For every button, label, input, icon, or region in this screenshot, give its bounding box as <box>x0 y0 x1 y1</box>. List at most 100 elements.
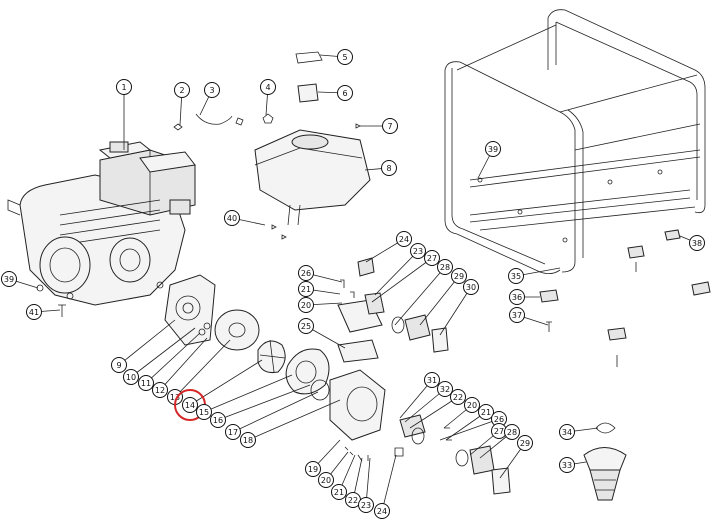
callout-32: 32 <box>437 381 453 397</box>
callout-label: 20 <box>467 401 477 410</box>
callout-bubble <box>689 235 705 251</box>
callout-bubble <box>174 82 190 98</box>
callout-bubble <box>396 231 412 247</box>
fuel-tank <box>254 129 371 226</box>
leader-line-26 <box>439 418 500 441</box>
callout-bubble <box>424 250 440 266</box>
callout-label: 26 <box>494 415 504 424</box>
callout-6: 6 <box>337 85 353 101</box>
leader-line-24 <box>381 454 397 512</box>
callout-label: 20 <box>321 476 331 485</box>
callout-41: 41 <box>26 304 42 320</box>
callout-24: 24 <box>374 503 390 519</box>
callout-36: 36 <box>509 289 525 305</box>
callout-label: 27 <box>494 427 504 436</box>
callout-label: 8 <box>386 164 391 173</box>
callout-4: 4 <box>260 79 276 95</box>
callout-bubble <box>508 268 524 284</box>
callout-bubble <box>485 141 501 157</box>
leader-line-14 <box>189 359 263 406</box>
callout-label: 36 <box>512 293 522 302</box>
callout-label: 29 <box>520 439 530 448</box>
engine <box>7 141 196 306</box>
callout-bubble <box>509 307 525 323</box>
callout-label: 31 <box>427 376 437 385</box>
callout-20: 20 <box>464 397 480 413</box>
callout-bubble <box>225 424 241 440</box>
callout-label: 17 <box>228 428 238 437</box>
callout-bubble <box>1 271 17 287</box>
mount-parts <box>36 229 711 501</box>
callout-bubble <box>138 375 154 391</box>
leader-line-29 <box>419 275 460 326</box>
callout-29: 29 <box>517 435 533 451</box>
callout-bubble <box>152 382 168 398</box>
callout-label: 23 <box>413 247 423 256</box>
callout-label: 41 <box>29 308 39 317</box>
leader-line-17 <box>232 391 319 433</box>
frame <box>444 9 706 274</box>
callout-label: 35 <box>511 272 521 281</box>
leader-line-23 <box>374 250 419 296</box>
callout-label: 23 <box>361 501 371 510</box>
callout-27: 27 <box>424 250 440 266</box>
callout-bubble <box>116 79 132 95</box>
callout-label: 27 <box>427 254 437 263</box>
leader-line-27 <box>371 257 433 303</box>
callout-bubble <box>210 412 226 428</box>
callout-label: 25 <box>301 322 311 331</box>
callout-label: 39 <box>4 275 14 284</box>
callout-31: 31 <box>424 372 440 388</box>
callout-21: 21 <box>298 281 314 297</box>
callout-bubble <box>504 424 520 440</box>
callout-bubble <box>437 259 453 275</box>
callout-bubble <box>451 268 467 284</box>
callout-label: 6 <box>342 89 347 98</box>
callout-9: 9 <box>111 357 127 373</box>
leader-line-15 <box>203 374 293 413</box>
callout-30: 30 <box>463 279 479 295</box>
callout-label: 40 <box>227 214 237 223</box>
callout-bubble <box>224 210 240 226</box>
callout-bubble <box>318 472 334 488</box>
callout-label: 12 <box>155 386 165 395</box>
callout-label: 5 <box>342 53 347 62</box>
callout-label: 34 <box>562 428 572 437</box>
callout-bubble <box>298 318 314 334</box>
callout-label: 19 <box>308 465 318 474</box>
callout-14: 14 <box>182 397 198 413</box>
callout-label: 18 <box>243 436 253 445</box>
callout-20: 20 <box>298 297 314 313</box>
callout-bubble <box>305 461 321 477</box>
callout-label: 29 <box>454 272 464 281</box>
callout-bubble <box>478 404 494 420</box>
pump-components <box>164 257 511 495</box>
callout-21: 21 <box>478 404 494 420</box>
callout-label: 10 <box>126 373 136 382</box>
callout-bubble <box>382 118 398 134</box>
callout-2: 2 <box>174 82 190 98</box>
callout-37: 37 <box>509 307 525 323</box>
callout-16: 16 <box>210 412 226 428</box>
leader-line-13 <box>174 339 231 398</box>
callout-8: 8 <box>381 160 397 176</box>
callout-label: 11 <box>141 379 151 388</box>
callout-label: 7 <box>387 122 392 131</box>
callout-bubble <box>337 49 353 65</box>
callout-24: 24 <box>396 231 412 247</box>
leader-line-9 <box>118 319 176 366</box>
callout-bubble <box>182 397 198 413</box>
callout-label: 39 <box>488 145 498 154</box>
callout-bubble <box>509 289 525 305</box>
callout-29: 29 <box>451 268 467 284</box>
leader-line-10 <box>130 327 196 378</box>
callout-bubble <box>437 381 453 397</box>
callout-bubble <box>517 435 533 451</box>
callout-38: 38 <box>689 235 705 251</box>
leader-line-18 <box>247 399 341 441</box>
callout-label: 37 <box>512 311 522 320</box>
leader-line-12 <box>159 337 208 391</box>
callout-21: 21 <box>331 484 347 500</box>
